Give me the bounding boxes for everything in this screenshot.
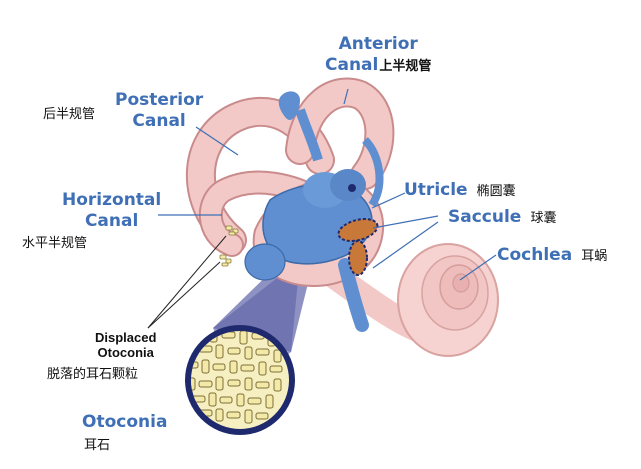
- anterior-canal-en-line1: Anterior: [338, 34, 418, 54]
- posterior-canal-zh: 后半规管: [43, 107, 96, 122]
- cochlea: [397, 243, 499, 357]
- posterior-canal-en-line2: Canal: [132, 111, 186, 131]
- horizontal-canal-en-line2: Canal: [84, 211, 139, 231]
- anterior-canal-zh: 上半规管: [379, 59, 432, 74]
- utricle-label: Utricle 椭圆囊: [404, 180, 516, 201]
- saccule-label: Saccule 球囊: [448, 207, 556, 228]
- saccule-en: Saccule: [448, 207, 522, 227]
- otoconia-zh: 耳石: [84, 438, 111, 453]
- utricle-en: Utricle: [404, 180, 468, 200]
- displaced-otoconia-en-line2: Otoconia: [97, 345, 154, 360]
- utricle-macula: [337, 218, 379, 242]
- cochlea-label: Cochlea 耳蜗: [497, 245, 607, 266]
- displaced-otoconia-en-line1: Displaced: [95, 330, 157, 345]
- posterior-canal-en-line1: Posterior: [115, 90, 204, 110]
- otoconia-label: Otoconia: [82, 412, 168, 432]
- posterior-canal-label: Posterior Canal: [115, 90, 203, 132]
- displaced-otoconia-specks: [219, 225, 239, 267]
- anterior-canal-en-line2: Canal: [325, 55, 379, 75]
- displaced-otoconia-label: Displaced Otoconia: [95, 330, 156, 360]
- utricle-zh: 椭圆囊: [476, 184, 516, 199]
- cochlea-zh: 耳蜗: [581, 249, 608, 264]
- membranous-labyrinth: [244, 91, 384, 332]
- saccule-zh: 球囊: [530, 211, 557, 226]
- cochlea-en: Cochlea: [497, 245, 573, 265]
- horizontal-canal-en-line1: Horizontal: [62, 190, 162, 210]
- horizontal-canal-zh: 水平半规管: [22, 236, 88, 251]
- saccule-macula: [348, 240, 368, 276]
- anterior-canal-label: Anterior Canal上半规管: [325, 34, 431, 76]
- displaced-otoconia-zh: 脱落的耳石颗粒: [47, 367, 139, 382]
- horizontal-canal-label: Horizontal Canal: [62, 190, 161, 232]
